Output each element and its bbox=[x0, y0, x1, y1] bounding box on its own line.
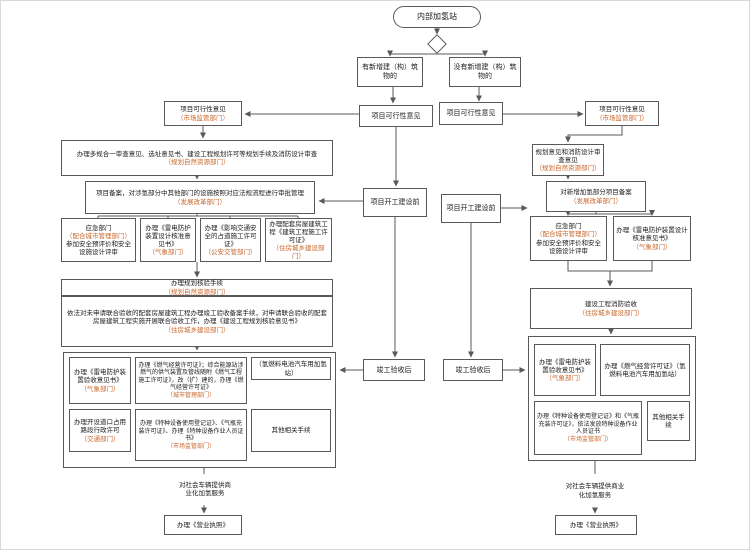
phase-left-before-start: 项目开工建设前 bbox=[363, 188, 427, 217]
node-left-special-equipment: 办理《特种设备使用登记证》、《气瓶充装许可证》、办理《特种设备作业人员证书》 （… bbox=[135, 409, 247, 461]
phase-left-after-acceptance: 竣工验收后 bbox=[363, 359, 425, 381]
phase-right-feasibility: 项目可行性意见 bbox=[439, 102, 503, 125]
node-left-lightning-acceptance: 办理《雷电防护装置验收意见书》 （气象部门） bbox=[69, 357, 131, 404]
node-right-plan-fire-review: 规划意见和消防设计审查意见 （规划自然资源部门） bbox=[532, 144, 604, 176]
node-left-plan-check-header: 办理规划核验手续 （规划自然资源部门） bbox=[61, 279, 333, 296]
node-left-road-opening-permit: 办理开设道口占用路段行政许可 （交通部门） bbox=[69, 409, 131, 452]
node-left-feasibility: 项目可行性意见 （市场监管部门） bbox=[164, 101, 242, 126]
node-left-gas-license: 办理《燃气经营许可证》；综合能源站涉燃气的供气装置及管线随附《燃气工程施工许可证… bbox=[135, 357, 247, 404]
node-left-other-procedures: 其他相关手续 bbox=[251, 409, 331, 452]
node-branch-without-new: 没有新增建（构）筑物的 bbox=[449, 57, 521, 87]
node-left-safety-review: 应急部门（配合城市管理部门）参加安全预评价和安全设施设计评审 bbox=[61, 218, 136, 262]
node-left-business-license: 办理《营业执照》 bbox=[164, 515, 242, 535]
node-right-gas-license: 办理《燃气经营许可证》（氢燃料电池汽车用加氢站） bbox=[600, 344, 690, 396]
node-right-fire-acceptance: 建设工程消防验收 （住房城乡建设部门） bbox=[530, 288, 692, 329]
node-right-commercial-service: 对社会车辆提供商业化加氢服务 bbox=[565, 482, 625, 499]
node-left-project-record: 项目备案，对涉氢部分中其他部门的设施按照对应法规流程进行审批管理 （发展改革部门… bbox=[85, 181, 315, 214]
node-left-construction-permit: 办理配套房屋建筑工程《建筑工程施工许可证》 （住房城乡建设部门） bbox=[265, 218, 332, 262]
node-right-lightning-design: 办理《雷电防护装置设计核准意见书》 （气象部门） bbox=[613, 216, 691, 261]
phase-right-before-start: 项目开工建设前 bbox=[441, 194, 501, 223]
node-left-commercial-service: 对社会车辆提供商业化加氢服务 bbox=[179, 480, 231, 497]
node-right-lightning-acceptance: 办理《雷电防护装置验收意见书》 （气象部门） bbox=[534, 344, 596, 396]
phase-right-after-acceptance: 竣工验收后 bbox=[443, 359, 503, 381]
node-right-feasibility: 项目可行性意见 （市场监管部门） bbox=[585, 101, 659, 126]
node-left-plan-check-body: 依法对未申请联合验收的配套房屋建筑工程办理竣工验收备案手续，对申请联合验收的配套… bbox=[61, 296, 333, 347]
node-start: 内部加氢站 bbox=[393, 6, 481, 28]
phase-left-feasibility: 项目可行性意见 bbox=[359, 105, 433, 127]
node-right-other-procedures: 其他相关手续 bbox=[647, 401, 690, 441]
node-left-planning-permits: 办理多规合一审查意见、选址意见书、建设工程规划许可等规划手续及消防设计审查 （规… bbox=[61, 140, 333, 176]
node-right-business-license: 办理《营业执照》 bbox=[555, 515, 637, 535]
node-left-traffic-permit: 办理《影响交通安全的占道施工许可证》 （公安交管部门） bbox=[200, 218, 261, 262]
node-right-safety-review: 应急部门（配合城市管理部门）参加安全预评价和安全设施设计评审 bbox=[530, 216, 607, 261]
node-left-lightning-design: 办理《雷电防护装置设计核准意见书》 （气象部门） bbox=[140, 218, 196, 262]
node-right-project-record: 对新增加氢部分项目备案 （发展改革部门） bbox=[546, 181, 646, 212]
node-right-special-equipment: 办理《特种设备使用登记证》和《气瓶充装许可证》，依法发放特种设备作业人员证书 （… bbox=[534, 401, 642, 455]
node-branch-with-new: 有新增建（构）筑物的 bbox=[357, 57, 423, 87]
node-left-hydrogen-note: （氢燃料电池汽车用加氢站） bbox=[251, 357, 331, 380]
